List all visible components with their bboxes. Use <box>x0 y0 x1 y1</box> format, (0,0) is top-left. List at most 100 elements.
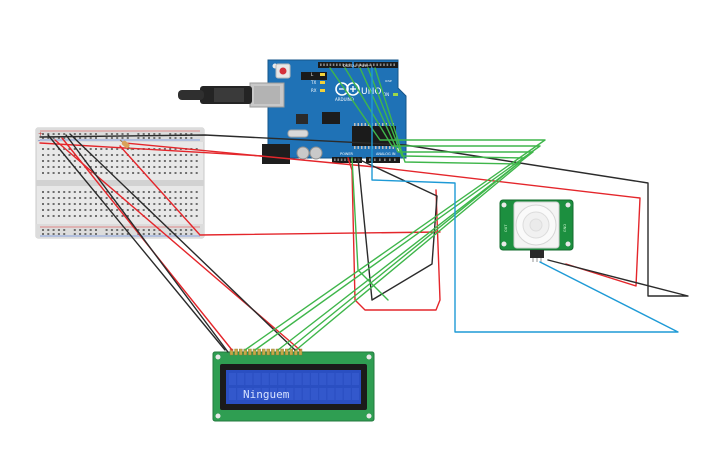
breadboard-hole[interactable] <box>84 133 87 135</box>
breadboard-hole[interactable] <box>148 215 150 217</box>
breadboard-hole[interactable] <box>57 197 60 199</box>
breadboard-hole[interactable] <box>95 148 97 150</box>
breadboard-hole[interactable] <box>137 133 140 135</box>
lcd-pin[interactable] <box>234 348 238 356</box>
breadboard-hole[interactable] <box>79 191 82 193</box>
breadboard-hole[interactable] <box>73 133 76 135</box>
breadboard-hole[interactable] <box>158 148 161 150</box>
breadboard-hole[interactable] <box>190 133 193 135</box>
breadboard-hole[interactable] <box>158 166 161 168</box>
breadboard-hole[interactable] <box>63 197 66 199</box>
breadboard-hole[interactable] <box>116 148 119 150</box>
breadboard-hole[interactable] <box>137 215 140 217</box>
breadboard-hole[interactable] <box>195 154 198 156</box>
breadboard-hole[interactable] <box>105 172 108 174</box>
breadboard-hole[interactable] <box>105 148 108 150</box>
breadboard-hole[interactable] <box>100 148 103 150</box>
breadboard-hole[interactable] <box>169 133 172 135</box>
breadboard-hole[interactable] <box>169 160 172 162</box>
breadboard-hole[interactable] <box>185 172 188 174</box>
breadboard-hole[interactable] <box>110 133 113 135</box>
breadboard-hole[interactable] <box>174 154 177 156</box>
breadboard-hole[interactable] <box>63 215 66 217</box>
breadboard-hole[interactable] <box>169 197 172 199</box>
breadboard-hole[interactable] <box>79 209 82 211</box>
header-pin[interactable] <box>369 158 371 162</box>
breadboard-hole[interactable] <box>153 172 156 174</box>
breadboard-hole[interactable] <box>110 137 113 139</box>
breadboard-hole[interactable] <box>190 203 193 205</box>
header-pin[interactable] <box>340 158 343 162</box>
breadboard-hole[interactable] <box>142 154 145 156</box>
breadboard-hole[interactable] <box>68 154 71 156</box>
breadboard-hole[interactable] <box>169 203 172 205</box>
breadboard-hole[interactable] <box>95 160 97 162</box>
breadboard-hole[interactable] <box>190 233 193 235</box>
breadboard-hole[interactable] <box>63 209 66 211</box>
header-pin[interactable] <box>344 158 346 162</box>
breadboard-hole[interactable] <box>153 191 156 193</box>
breadboard-hole[interactable] <box>95 215 97 217</box>
breadboard-hole[interactable] <box>121 154 124 156</box>
breadboard-hole[interactable] <box>73 197 76 199</box>
breadboard-hole[interactable] <box>174 233 177 235</box>
breadboard-hole[interactable] <box>84 215 87 217</box>
breadboard-hole[interactable] <box>42 203 44 205</box>
breadboard-hole[interactable] <box>105 160 108 162</box>
breadboard-hole[interactable] <box>116 172 119 174</box>
breadboard-hole[interactable] <box>95 197 97 199</box>
breadboard-hole[interactable] <box>79 133 82 135</box>
breadboard-hole[interactable] <box>153 166 156 168</box>
breadboard-hole[interactable] <box>47 148 50 150</box>
breadboard-hole[interactable] <box>132 209 135 211</box>
header-pin[interactable] <box>332 63 335 67</box>
breadboard-hole[interactable] <box>105 233 108 235</box>
breadboard-hole[interactable] <box>42 166 44 168</box>
breadboard-hole[interactable] <box>179 203 182 205</box>
breadboard-hole[interactable] <box>142 137 145 139</box>
breadboard-hole[interactable] <box>158 160 161 162</box>
breadboard-hole[interactable] <box>63 172 66 174</box>
breadboard-hole[interactable] <box>57 133 60 135</box>
breadboard-hole[interactable] <box>174 209 177 211</box>
breadboard-hole[interactable] <box>121 166 124 168</box>
breadboard-hole[interactable] <box>73 203 76 205</box>
breadboard-hole[interactable] <box>89 148 92 150</box>
breadboard-hole[interactable] <box>47 191 50 193</box>
breadboard-hole[interactable] <box>174 229 177 231</box>
header-pin[interactable] <box>337 158 339 162</box>
breadboard-hole[interactable] <box>89 160 92 162</box>
breadboard-hole[interactable] <box>95 133 97 135</box>
breadboard-hole[interactable] <box>63 160 66 162</box>
breadboard-hole[interactable] <box>169 137 172 139</box>
breadboard-hole[interactable] <box>169 148 172 150</box>
breadboard-hole[interactable] <box>179 172 182 174</box>
breadboard-hole[interactable] <box>68 148 71 150</box>
breadboard-hole[interactable] <box>195 148 198 150</box>
wire-signal[interactable] <box>254 67 541 351</box>
breadboard-hole[interactable] <box>68 166 71 168</box>
breadboard-hole[interactable] <box>148 166 150 168</box>
breadboard-hole[interactable] <box>79 233 82 235</box>
breadboard-hole[interactable] <box>142 233 145 235</box>
breadboard-hole[interactable] <box>57 137 60 139</box>
header-pin[interactable] <box>386 63 389 67</box>
header-pin[interactable] <box>390 63 392 67</box>
breadboard-hole[interactable] <box>105 166 108 168</box>
breadboard-hole[interactable] <box>57 154 60 156</box>
breadboard-hole[interactable] <box>84 203 87 205</box>
breadboard-hole[interactable] <box>110 233 113 235</box>
header-pin[interactable] <box>323 63 325 67</box>
breadboard-hole[interactable] <box>121 172 124 174</box>
breadboard-hole[interactable] <box>153 160 156 162</box>
breadboard-hole[interactable] <box>105 229 108 231</box>
breadboard-hole[interactable] <box>84 229 87 231</box>
breadboard-hole[interactable] <box>174 197 177 199</box>
breadboard-hole[interactable] <box>179 209 182 211</box>
breadboard-hole[interactable] <box>148 197 150 199</box>
header-pin[interactable] <box>384 158 386 162</box>
breadboard-hole[interactable] <box>116 215 119 217</box>
breadboard-hole[interactable] <box>84 172 87 174</box>
breadboard-hole[interactable] <box>126 172 129 174</box>
breadboard-hole[interactable] <box>121 133 124 135</box>
